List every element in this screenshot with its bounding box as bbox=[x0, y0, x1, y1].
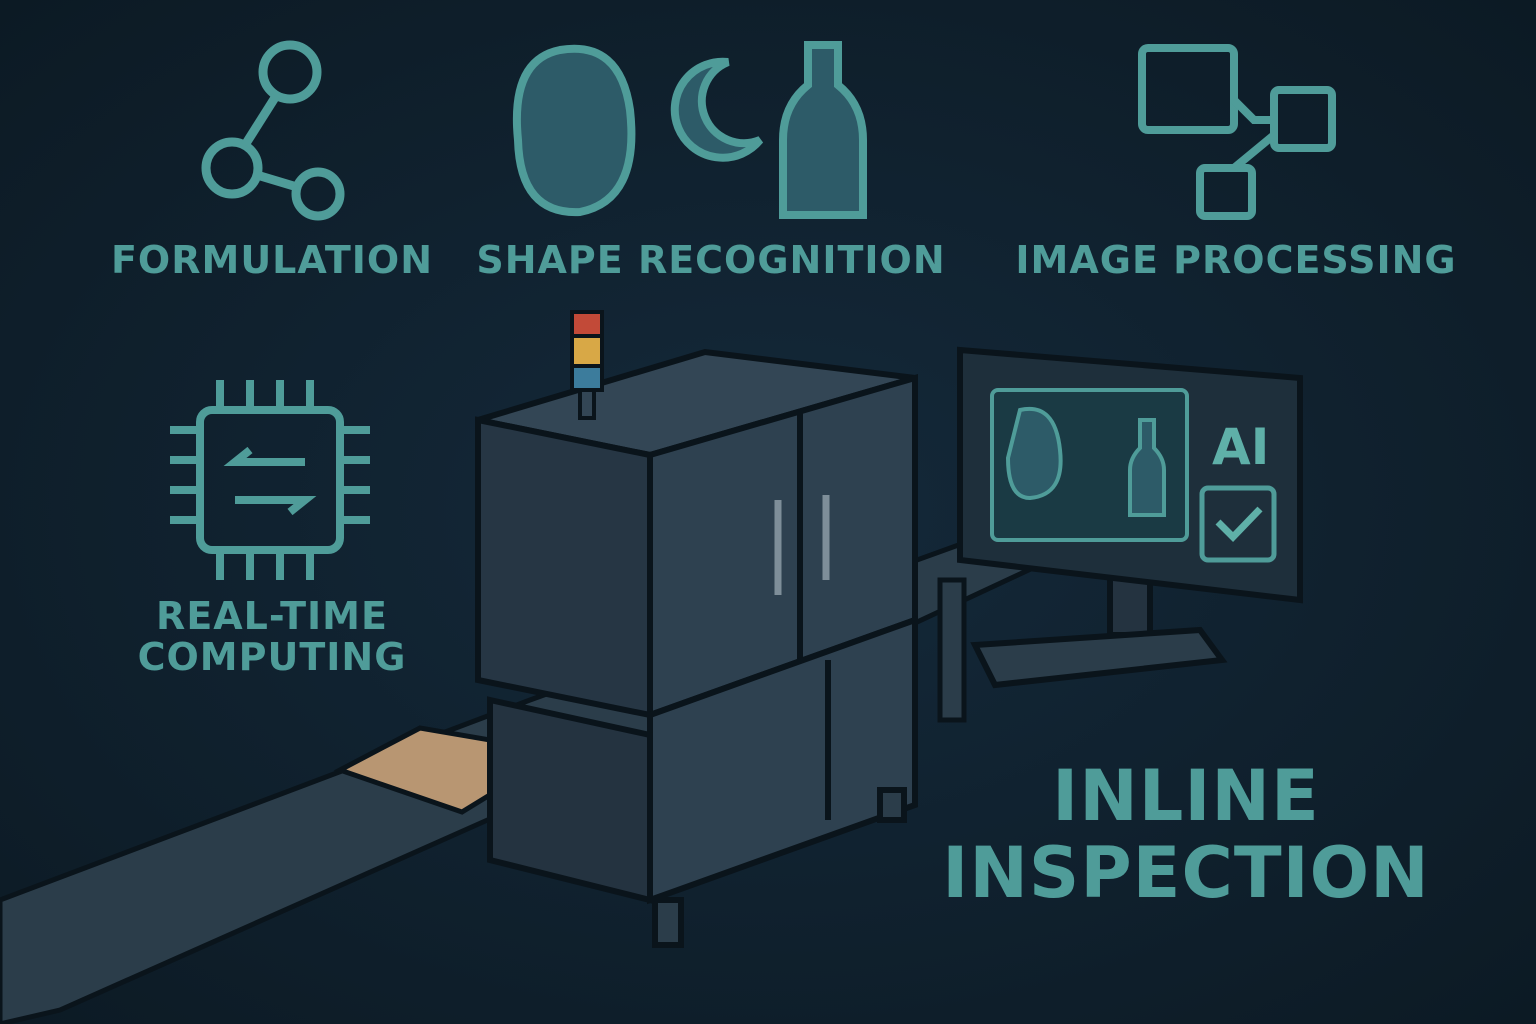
inline-line2: INSPECTION bbox=[942, 832, 1430, 914]
monitor-ai-text: AI bbox=[1212, 418, 1270, 476]
shapes-icon bbox=[513, 41, 867, 219]
shape-recognition-label: SHAPE RECOGNITION bbox=[476, 238, 946, 282]
inline-inspection-title: INLINE INSPECTION bbox=[942, 758, 1429, 912]
monitor bbox=[957, 346, 1303, 689]
realtime-line1: REAL-TIME bbox=[156, 594, 388, 638]
molecule-icon bbox=[201, 40, 345, 221]
inline-line1: INLINE bbox=[1052, 755, 1320, 837]
stack-light bbox=[570, 310, 604, 420]
formulation-label: FORMULATION bbox=[110, 238, 434, 282]
flowchart-icon bbox=[1138, 44, 1336, 220]
inspection-machine bbox=[475, 348, 918, 948]
image-processing-label: IMAGE PROCESSING bbox=[1015, 238, 1457, 282]
realtime-computing-label: REAL-TIME COMPUTING bbox=[137, 594, 407, 680]
processor-chip-icon bbox=[170, 380, 370, 580]
realtime-line2: COMPUTING bbox=[137, 635, 407, 680]
